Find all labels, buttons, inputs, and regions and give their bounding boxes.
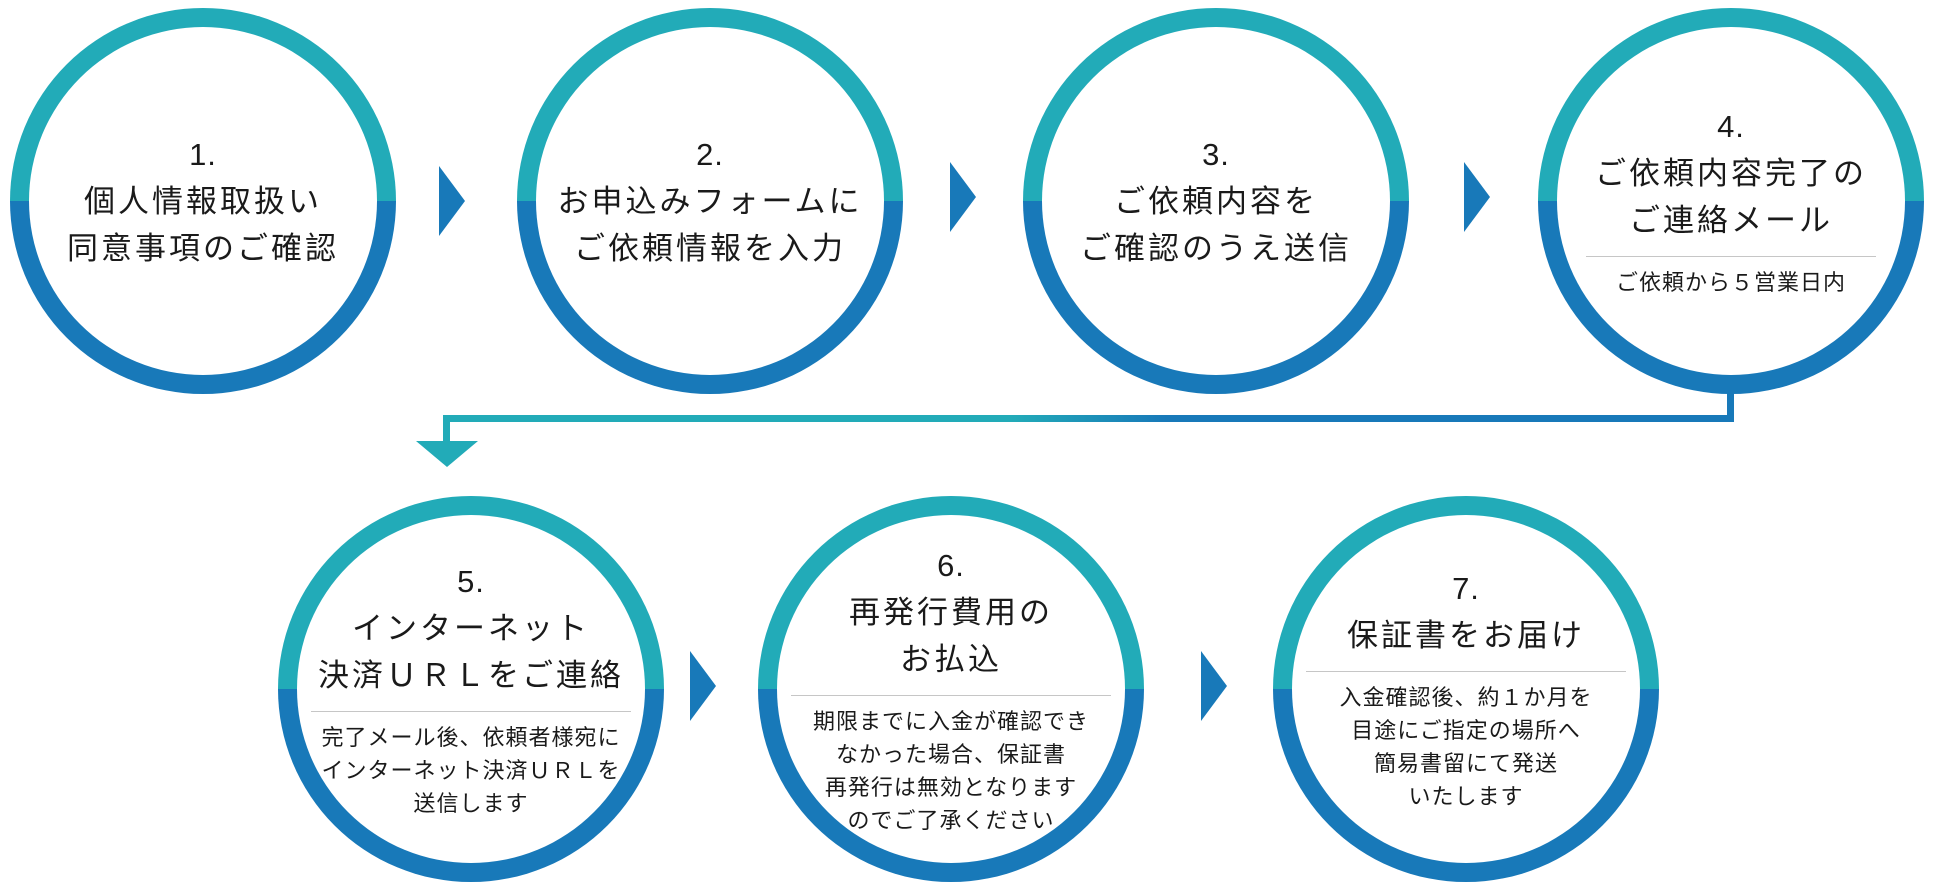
step-5-number: 5. [457, 564, 485, 599]
arrow-right-icon [1201, 651, 1227, 721]
step-7-title-line-1: 保証書をお届け [1347, 618, 1585, 653]
step-1-title-line-2: 同意事項のご確認 [67, 230, 339, 266]
step-3-number: 3. [1202, 136, 1230, 172]
step-4-divider [1586, 256, 1876, 257]
step-5-title-line-1: インターネット [352, 611, 590, 646]
step-2-content: 2. お申込みフォームに ご依頼情報を入力 [536, 27, 884, 375]
step-6-title-line-1: 再発行費用の [849, 594, 1053, 630]
step-7-divider [1306, 671, 1626, 672]
step-1-number: 1. [189, 136, 217, 172]
step-4-number: 4. [1717, 109, 1745, 144]
step-circle-7: 7. 保証書をお届け 入金確認後、約１か月を 目途にご指定の場所へ 簡易書留にて… [1273, 496, 1659, 882]
step-6-note-line-3: 再発行は無効となります [824, 774, 1078, 800]
step-5-note-line-2: インターネット決済ＵＲＬを [321, 758, 621, 783]
step-6-note-line-4: のでご了承ください [847, 807, 1055, 833]
step-6-divider [791, 694, 1111, 696]
connector-vertical-stub-left [443, 422, 450, 442]
step-3-content: 3. ご依頼内容を ご確認のうえ送信 [1042, 27, 1390, 375]
step-1-content: 1. 個人情報取扱い 同意事項のご確認 [29, 27, 377, 375]
step-1-title-line-1: 個人情報取扱い [84, 183, 322, 219]
step-7-note-line-3: 簡易書留にて発送 [1373, 751, 1558, 776]
step-2-number: 2. [696, 136, 724, 172]
step-4-note-line-1: ご依頼から５営業日内 [1615, 270, 1846, 295]
arrow-right-icon [690, 651, 716, 721]
step-5-note-line-1: 完了メール後、依頼者様宛に [321, 725, 621, 750]
step-7-note-line-4: いたします [1408, 784, 1524, 809]
step-circle-1: 1. 個人情報取扱い 同意事項のご確認 [10, 8, 396, 394]
arrow-right-icon [1464, 162, 1490, 232]
step-circle-4: 4. ご依頼内容完了の ご連絡メール ご依頼から５営業日内 [1538, 8, 1924, 394]
step-4-title-line-1: ご依頼内容完了の [1595, 156, 1867, 191]
step-3-title-line-1: ご依頼内容を [1114, 183, 1318, 219]
step-3-title-line-2: ご確認のうえ送信 [1080, 230, 1352, 266]
step-7-note-line-2: 目途にご指定の場所へ [1351, 718, 1581, 743]
step-7-content: 7. 保証書をお届け 入金確認後、約１か月を 目途にご指定の場所へ 簡易書留にて… [1292, 515, 1640, 863]
step-2-title-line-2: ご依頼情報を入力 [574, 230, 846, 266]
step-2-title-line-1: お申込みフォームに [557, 183, 863, 219]
connector-arrow-down-icon [416, 441, 478, 467]
step-5-content: 5. インターネット 決済ＵＲＬをご連絡 完了メール後、依頼者様宛に インターネ… [297, 515, 645, 863]
step-7-number: 7. [1452, 571, 1480, 606]
step-circle-6: 6. 再発行費用の お払込 期限までに入金が確認でき なかった場合、保証書 再発… [758, 496, 1144, 882]
step-6-note-line-1: 期限までに入金が確認でき [812, 708, 1089, 734]
step-circle-2: 2. お申込みフォームに ご依頼情報を入力 [517, 8, 903, 394]
step-7-note-line-1: 入金確認後、約１か月を [1339, 685, 1593, 710]
connector-horizontal-line [443, 415, 1734, 422]
step-6-title-line-2: お払込 [900, 641, 1002, 677]
step-5-note-line-3: 送信します [413, 791, 529, 816]
arrow-right-icon [439, 166, 465, 236]
step-circle-5: 5. インターネット 決済ＵＲＬをご連絡 完了メール後、依頼者様宛に インターネ… [278, 496, 664, 882]
step-circle-3: 3. ご依頼内容を ご確認のうえ送信 [1023, 8, 1409, 394]
connector-vertical-stub-right [1727, 393, 1734, 422]
step-6-number: 6. [937, 547, 965, 583]
step-6-note-line-2: なかった場合、保証書 [835, 741, 1066, 767]
step-5-title-line-2: 決済ＵＲＬをご連絡 [318, 658, 624, 693]
step-5-divider [311, 711, 631, 712]
step-4-title-line-2: ご連絡メール [1629, 203, 1833, 238]
arrow-right-icon [950, 162, 976, 232]
step-4-content: 4. ご依頼内容完了の ご連絡メール ご依頼から５営業日内 [1557, 27, 1905, 375]
step-6-content: 6. 再発行費用の お払込 期限までに入金が確認でき なかった場合、保証書 再発… [777, 515, 1125, 863]
